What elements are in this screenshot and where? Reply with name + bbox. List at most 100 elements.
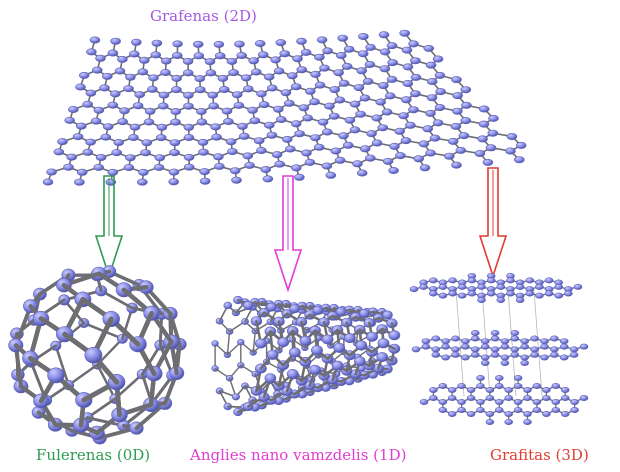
carbon-atom bbox=[113, 139, 124, 147]
carbon-atom bbox=[570, 406, 579, 413]
carbon-atom bbox=[376, 352, 389, 363]
bond bbox=[226, 330, 231, 356]
carbon-atom bbox=[564, 290, 573, 297]
carbon-atom bbox=[359, 145, 371, 153]
carbon-atom bbox=[64, 116, 75, 124]
carbon-atom bbox=[525, 277, 535, 284]
carbon-atom bbox=[425, 109, 436, 117]
carbon-atom bbox=[204, 58, 216, 66]
carbon-atom bbox=[253, 137, 265, 145]
carbon-atom bbox=[394, 127, 406, 135]
carbon-atom bbox=[311, 345, 323, 356]
carbon-atom bbox=[93, 106, 105, 114]
carbon-atom bbox=[485, 410, 495, 417]
carbon-atom bbox=[419, 164, 431, 172]
carbon-atom bbox=[208, 102, 219, 110]
carbon-atom bbox=[95, 154, 107, 162]
carbon-atom bbox=[513, 406, 523, 413]
carbon-atom bbox=[355, 340, 368, 351]
carbon-atom bbox=[169, 139, 181, 147]
carbon-atom bbox=[234, 40, 245, 48]
carbon-atom bbox=[150, 51, 162, 59]
carbon-atom bbox=[110, 37, 121, 45]
carbon-atom bbox=[480, 354, 490, 361]
carbon-atom bbox=[485, 386, 495, 393]
carbon-atom bbox=[357, 50, 369, 58]
graphite-label: Grafitas (3D) bbox=[490, 446, 589, 464]
carbon-atom bbox=[485, 394, 495, 401]
carbon-atom bbox=[275, 116, 287, 124]
carbon-atom bbox=[520, 354, 530, 361]
carbon-atom bbox=[329, 86, 341, 94]
carbon-atom bbox=[506, 290, 515, 297]
carbon-atom bbox=[214, 52, 226, 60]
carbon-atom bbox=[476, 406, 485, 413]
carbon-atom bbox=[296, 66, 308, 74]
fullerene-molecule bbox=[8, 265, 187, 445]
carbon-atom bbox=[221, 107, 233, 115]
carbon-atom bbox=[125, 73, 136, 81]
carbon-atom bbox=[428, 290, 438, 297]
carbon-atom bbox=[540, 354, 549, 361]
carbon-atom bbox=[111, 149, 122, 157]
bond bbox=[96, 363, 117, 400]
carbon-atom bbox=[425, 61, 437, 69]
carbon-atom bbox=[513, 374, 523, 381]
carbon-atom bbox=[452, 92, 463, 100]
carbon-atom bbox=[272, 105, 284, 113]
carbon-atom bbox=[217, 74, 229, 82]
carbon-atom bbox=[371, 139, 383, 147]
carbon-atom bbox=[302, 114, 314, 122]
carbon-atom bbox=[343, 333, 356, 344]
carbon-atom bbox=[366, 130, 377, 138]
carbon-atom bbox=[510, 346, 520, 353]
carbon-atom bbox=[560, 410, 570, 417]
carbon-atom bbox=[422, 125, 434, 133]
carbon-atom bbox=[170, 108, 182, 116]
carbon-atom bbox=[231, 393, 240, 401]
carbon-atom bbox=[125, 154, 136, 162]
carbon-atom bbox=[82, 100, 93, 108]
carbon-atom bbox=[569, 346, 579, 353]
carbon-atom bbox=[428, 277, 438, 284]
carbon-atom bbox=[331, 360, 344, 371]
carbon-atom bbox=[418, 140, 430, 148]
carbon-atom bbox=[429, 394, 438, 401]
carbon-atom bbox=[466, 386, 476, 393]
carbon-atom bbox=[290, 83, 302, 91]
carbon-atom bbox=[413, 155, 425, 163]
carbon-atom bbox=[523, 410, 532, 417]
carbon-atom bbox=[400, 137, 412, 145]
carbon-atom bbox=[284, 145, 296, 153]
carbon-atom bbox=[66, 153, 77, 161]
carbon-atom bbox=[319, 64, 330, 72]
carbon-atom bbox=[244, 161, 255, 169]
carbon-atom bbox=[386, 42, 398, 50]
carbon-atom bbox=[466, 394, 476, 401]
carbon-atom bbox=[141, 139, 153, 147]
carbon-atom bbox=[75, 83, 86, 91]
carbon-atom bbox=[117, 118, 128, 126]
carbon-atom bbox=[266, 302, 277, 312]
carbon-atom bbox=[296, 37, 307, 45]
carbon-atom bbox=[554, 292, 564, 299]
carbon-atom bbox=[504, 394, 514, 401]
bond bbox=[252, 330, 257, 354]
carbon-atom bbox=[107, 168, 119, 176]
carbon-atom bbox=[155, 134, 167, 142]
carbon-atom bbox=[183, 91, 194, 99]
carbon-atom bbox=[254, 338, 267, 349]
carbon-atom bbox=[99, 84, 110, 92]
carbon-atom bbox=[334, 96, 346, 104]
carbon-atom bbox=[431, 346, 441, 353]
bond bbox=[67, 363, 99, 387]
carbon-atom bbox=[85, 89, 97, 97]
carbon-atom bbox=[76, 168, 88, 176]
carbon-atom bbox=[540, 338, 549, 345]
carbon-atom bbox=[441, 343, 450, 350]
carbon-atom bbox=[84, 347, 103, 364]
carbon-atom bbox=[156, 123, 168, 131]
carbon-atom bbox=[476, 382, 485, 389]
carbon-atom bbox=[435, 88, 446, 96]
carbon-atom bbox=[359, 94, 371, 102]
